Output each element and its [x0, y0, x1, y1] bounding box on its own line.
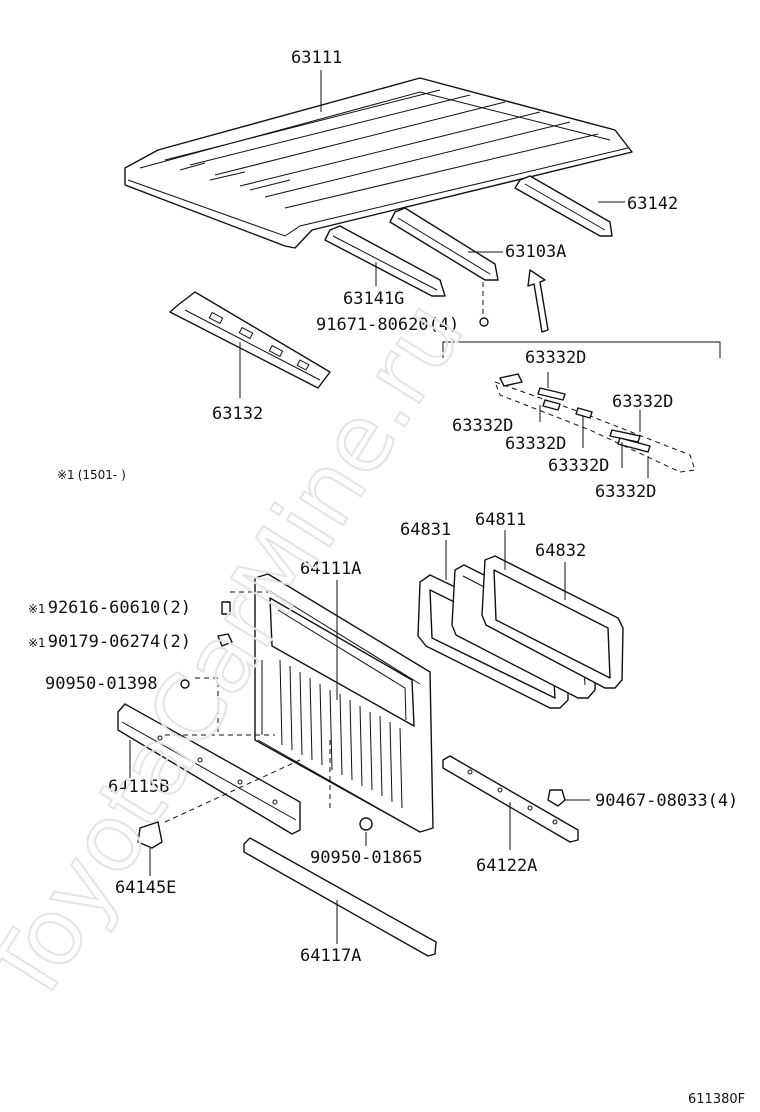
- lower-rail-64115b: [117, 703, 301, 835]
- note-text: ※1(1501- ): [57, 468, 126, 482]
- label-64122a: 64122A: [476, 856, 537, 876]
- roof-bow-63142: [514, 175, 613, 237]
- bracket-64145e: [137, 821, 163, 849]
- nut-90179: [217, 633, 233, 647]
- label-63332d-d: 63332D: [505, 434, 566, 454]
- window-seal-64832: [481, 555, 624, 689]
- label-63332d-f: 63332D: [595, 482, 656, 502]
- label-63111: 63111: [291, 48, 342, 68]
- weatherstrip-group: [494, 373, 696, 473]
- label-63332d-a: 63332D: [525, 348, 586, 368]
- back-panel-64111a: [254, 573, 434, 833]
- label-90950-01865: 90950-01865: [310, 848, 423, 868]
- bolt-91671: [479, 282, 489, 327]
- label-64145e: 64145E: [115, 878, 176, 898]
- label-63141g: 63141G: [343, 289, 404, 309]
- plug-90950-01865: [329, 740, 373, 831]
- label-90950-01398: 90950-01398: [45, 674, 158, 694]
- note-mark: ※1: [57, 468, 75, 482]
- arrow-up: [527, 269, 549, 333]
- footnote-mark-92616: ※1: [28, 602, 46, 616]
- clip-90467: [547, 789, 590, 807]
- sill-strip-64117a: [243, 837, 437, 957]
- label-63332d-e: 63332D: [548, 456, 609, 476]
- label-64117a: 64117A: [300, 946, 361, 966]
- label-63132: 63132: [212, 404, 263, 424]
- label-91671: 91671-80620(4): [316, 315, 459, 335]
- plug-90950-01398: [180, 677, 265, 736]
- label-90467: 90467-08033(4): [595, 791, 738, 811]
- label-90179: 90179-06274(2): [48, 632, 191, 652]
- roof-bow-63141g: [324, 225, 446, 297]
- label-63142: 63142: [627, 194, 678, 214]
- label-92616: 92616-60610(2): [48, 598, 191, 618]
- label-64811: 64811: [475, 510, 526, 530]
- figure-id: 611380F: [688, 1092, 745, 1107]
- footnote-mark-90179: ※1: [28, 636, 46, 650]
- label-64832: 64832: [535, 541, 586, 561]
- bolt-92616: [221, 591, 268, 615]
- label-64115b: 64115B: [108, 777, 169, 797]
- label-63332d-c: 63332D: [452, 416, 513, 436]
- front-header-63132: [169, 291, 331, 389]
- label-63103a: 63103A: [505, 242, 566, 262]
- note-range: (1501- ): [78, 468, 126, 482]
- label-63332d-b: 63332D: [612, 392, 673, 412]
- rear-strip-64122a: [442, 755, 579, 843]
- label-64831: 64831: [400, 520, 451, 540]
- label-64111a: 64111A: [300, 559, 361, 579]
- roof-bow-63103a: [389, 207, 499, 281]
- roof-panel: [124, 77, 633, 249]
